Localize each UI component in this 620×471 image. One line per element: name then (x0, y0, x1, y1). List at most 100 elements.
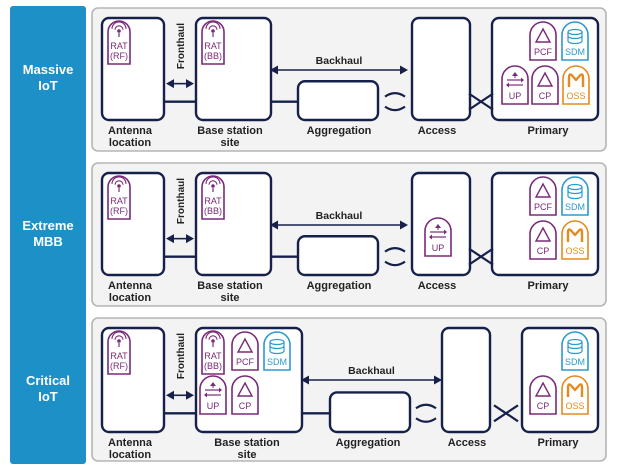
fronthaul-label: Fronthaul (176, 23, 187, 69)
base-station-label: site (221, 137, 240, 149)
user-plane-icon (521, 77, 524, 83)
antenna-signal-icon (117, 339, 121, 343)
backhaul-arrow-head-right (400, 220, 408, 230)
function-cp: CP (529, 220, 557, 260)
triangle-icon (536, 71, 554, 87)
function-badge (529, 220, 557, 260)
function-label: SDM (565, 357, 585, 367)
function-label: SDM (565, 202, 585, 212)
antenna-location-label: Antenna (108, 437, 153, 449)
access-label: Access (418, 280, 457, 292)
aggregation-access-link (384, 92, 406, 98)
rat-bb-icon: RAT(BB) (201, 175, 225, 220)
triangle-icon (534, 381, 552, 397)
base-station-label: Base station (197, 280, 263, 292)
triangle-icon (534, 27, 552, 43)
fronthaul-label: Fronthaul (176, 178, 187, 224)
antenna-location-label: Antenna (108, 125, 153, 137)
rat-label: (BB) (204, 206, 222, 216)
user-plane-icon (210, 382, 216, 386)
access-node (410, 16, 472, 122)
function-label: CP (537, 401, 550, 411)
antenna-signal-icon (114, 180, 124, 185)
function-label: PCF (236, 357, 255, 367)
aggregation-access-link (415, 403, 437, 410)
user-plane-icon (444, 229, 447, 235)
access-node (440, 326, 492, 434)
aggregation-node (296, 80, 380, 122)
antenna-signal-icon (211, 29, 215, 33)
rat-rf-icon: RAT(RF) (107, 330, 131, 375)
database-icon (567, 190, 583, 195)
function-up: UP (199, 375, 227, 415)
antenna-signal-icon (205, 331, 221, 339)
function-pcf: PCF (231, 331, 259, 371)
oss-icon (566, 228, 584, 242)
triangle-icon (236, 337, 254, 353)
function-label: OSS (565, 246, 584, 256)
base-station-label: site (238, 449, 257, 461)
function-badge (231, 375, 259, 415)
row-label-extreme-mbb: Extreme MBB (22, 218, 74, 249)
function-label: CP (539, 91, 552, 101)
rat-badge (201, 175, 225, 220)
access-primary-link (468, 92, 494, 111)
antenna-location-label: location (109, 449, 151, 461)
backhaul-arrow-head-right (400, 65, 408, 75)
deployment-scenario-sidebar (10, 6, 86, 464)
function-label: UP (509, 91, 522, 101)
antenna-signal-icon (208, 180, 218, 185)
function-badge (529, 375, 557, 415)
rat-badge (201, 20, 225, 65)
antenna-signal-icon (208, 335, 218, 340)
base-station-label: Base station (214, 437, 280, 449)
function-label: UP (432, 243, 445, 253)
rat-bb-icon: RAT(BB) (201, 20, 225, 65)
backhaul-label: Backhaul (316, 55, 363, 67)
rat-label: (BB) (204, 361, 222, 371)
rat-badge (107, 330, 131, 375)
function-badge (529, 21, 557, 61)
antenna-signal-icon (205, 21, 221, 29)
aggregation-label: Aggregation (307, 280, 372, 292)
rat-rf-icon: RAT(RF) (107, 20, 131, 65)
row-label-critical-iot: Critical IoT (25, 373, 71, 404)
database-icon (567, 342, 583, 355)
base-station-label: Base station (197, 125, 263, 137)
triangle-icon (534, 182, 552, 198)
database-icon (269, 342, 285, 355)
function-sdm: SDM (561, 21, 589, 61)
function-label: OSS (566, 91, 585, 101)
rat-badge (107, 175, 131, 220)
primary-label: Primary (528, 125, 570, 137)
row-label-massive-iot: Massive IoT (22, 62, 74, 93)
user-plane-icon (512, 72, 518, 76)
function-label: CP (537, 246, 550, 256)
function-label: PCF (534, 202, 553, 212)
rat-label: (RF) (110, 206, 128, 216)
function-sdm: SDM (561, 176, 589, 216)
oss-icon (566, 383, 584, 397)
rat-rf-icon: RAT(RF) (107, 175, 131, 220)
rat-label: RAT (110, 351, 128, 361)
rat-badge (107, 20, 131, 65)
rat-label: (RF) (110, 51, 128, 61)
function-up: UP (424, 217, 452, 257)
user-plane-icon (219, 387, 222, 393)
aggregation-label: Aggregation (307, 125, 372, 137)
aggregation-access-link (415, 417, 437, 423)
backhaul-arrow-head-left (270, 65, 278, 75)
function-up: UP (501, 65, 529, 105)
triangle-icon (534, 226, 552, 242)
aggregation-access-link (384, 247, 406, 253)
function-label: UP (207, 401, 220, 411)
fronthaul-arrow-head-left (166, 390, 174, 400)
antenna-signal-icon (114, 335, 124, 340)
user-plane-icon (204, 392, 207, 398)
database-icon (567, 35, 583, 40)
database-icon (269, 345, 285, 350)
function-badge (529, 176, 557, 216)
aggregation-access-link (384, 260, 406, 267)
function-label: CP (239, 401, 252, 411)
rat-badge (201, 330, 225, 375)
